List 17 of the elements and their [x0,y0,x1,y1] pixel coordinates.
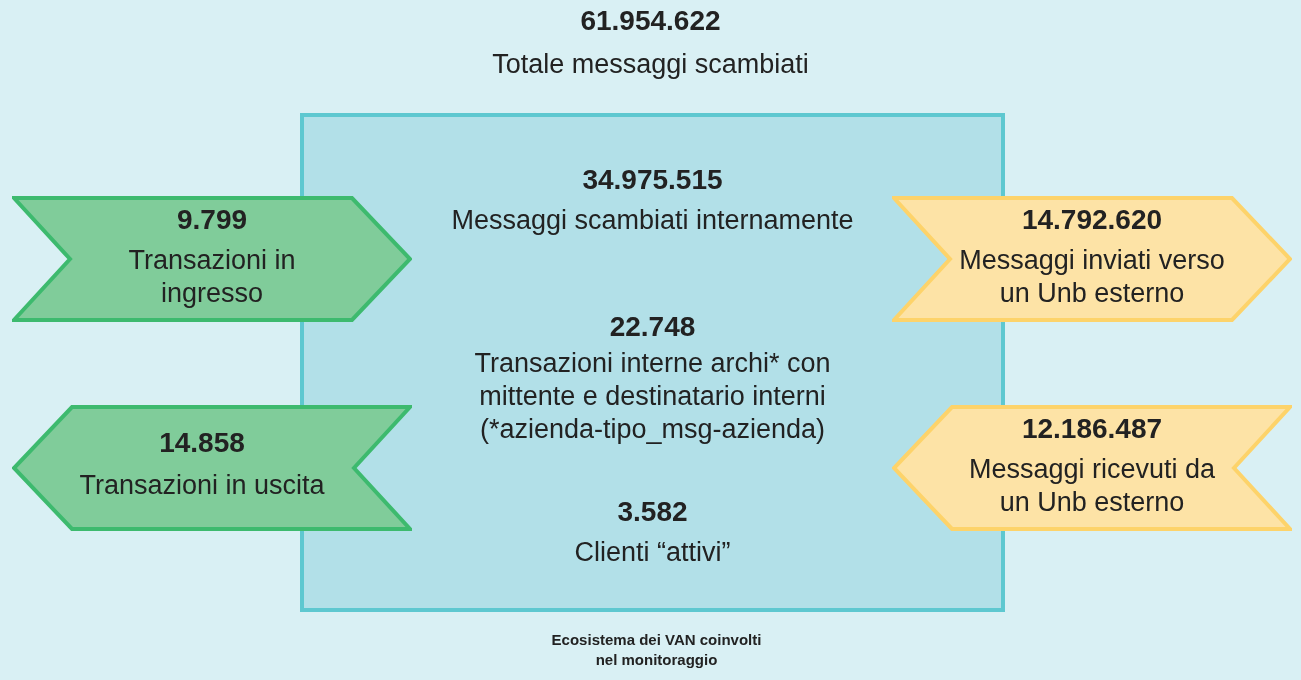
value-text: 34.975.515 [581,164,724,196]
description-text: Clienti “attivi” [573,536,732,569]
value-text: 22.748 [608,311,697,343]
description-text: Transazioni in ingresso [127,244,297,310]
description-text: Messaggi inviati verso un Unb esterno [958,244,1226,310]
description-text: Transazioni in uscita [78,469,326,502]
description-text: Messaggi scambiati internamente [450,204,855,237]
total-description-text: Totale messaggi scambiati [492,48,809,81]
value-text: 14.858 [158,427,246,459]
description-text: Transazioni interne archi* con mittente e destinatario interni (*azienda-tipo_msg-azienda) [473,347,832,446]
value-text: 9.799 [175,204,249,236]
value-text: 14.792.620 [1020,204,1164,236]
caption-text: Ecosistema dei VAN coinvolti nel monitoraggio [550,630,763,670]
value-text: 3.582 [616,496,689,528]
total-value-text: 61.954.622 [580,5,721,37]
value-text: 12.186.487 [1020,413,1164,445]
description-text: Messaggi ricevuti da un Unb esterno [967,453,1217,519]
